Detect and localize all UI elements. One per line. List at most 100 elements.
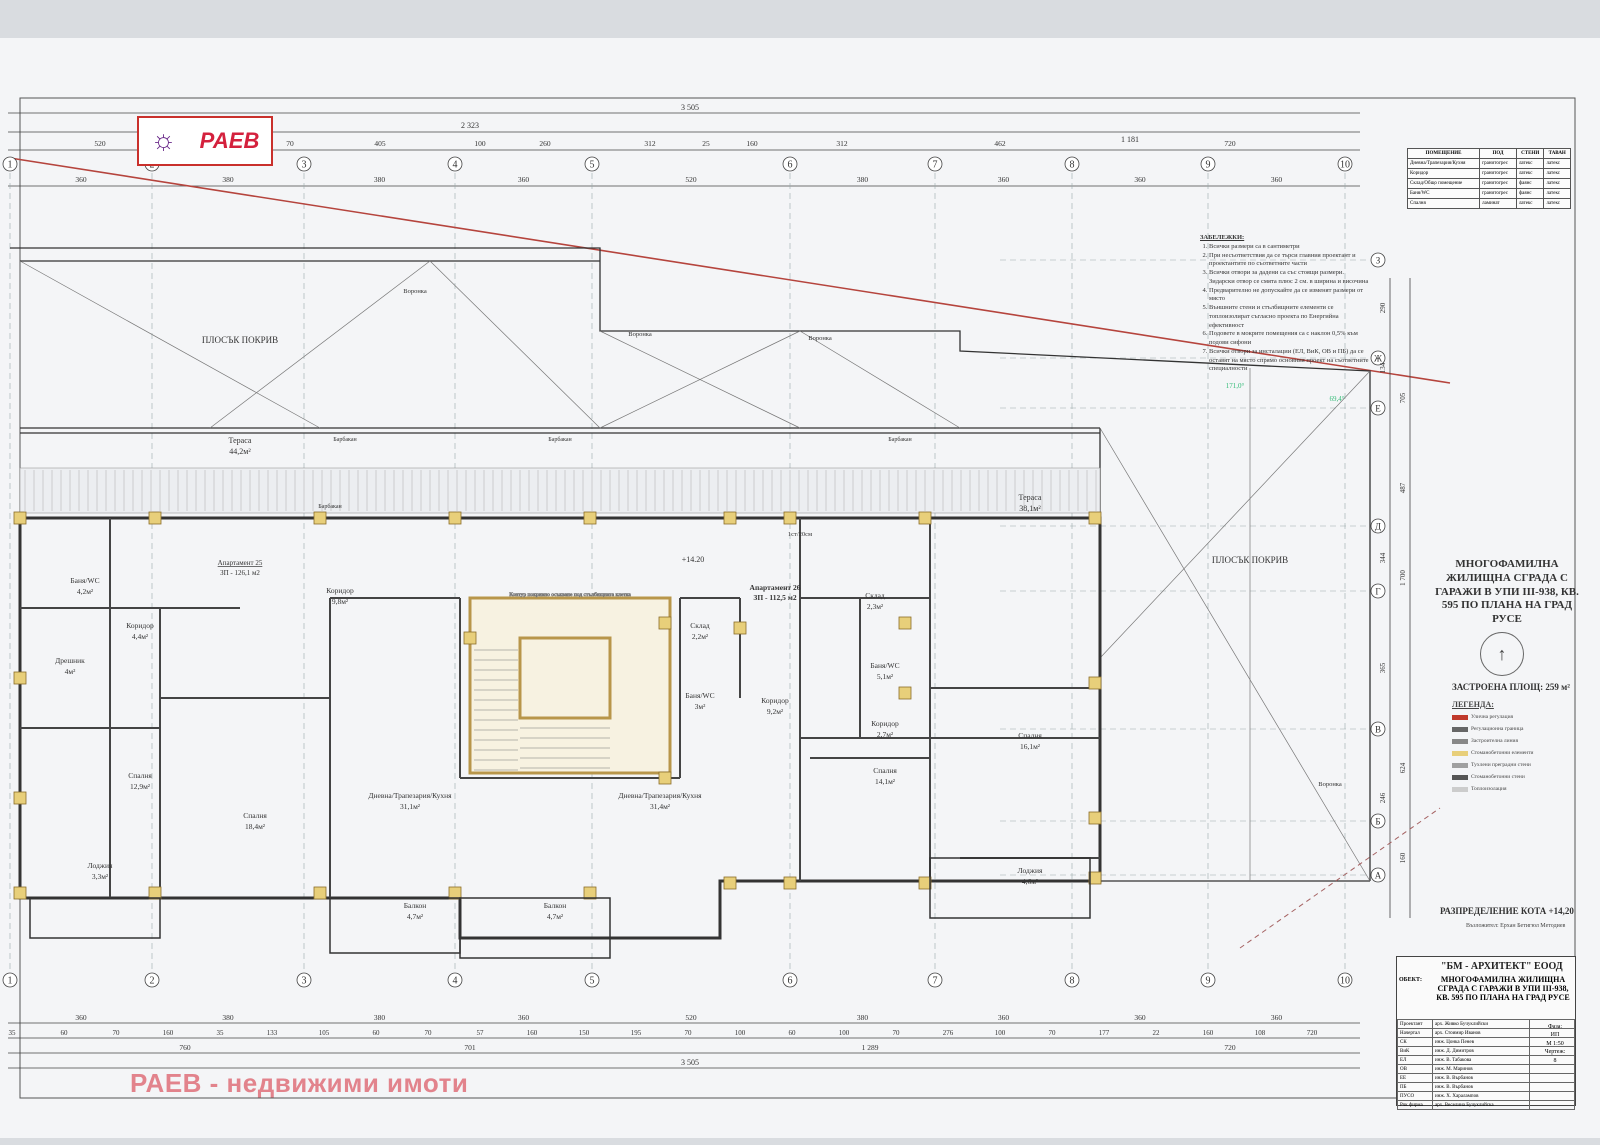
- dim-bottom: 60: [789, 1029, 797, 1037]
- role-cell: ЕЛ: [1397, 1055, 1433, 1065]
- rc-column: [1088, 811, 1102, 825]
- axis-number: 5: [590, 160, 595, 171]
- dim-bottom: 70: [893, 1029, 901, 1037]
- role-cell: СК: [1397, 1037, 1433, 1047]
- dim-bottom: 276: [943, 1029, 954, 1037]
- note-item: Подовете в мокрите помещения са с наклон…: [1209, 330, 1370, 348]
- axis-letter: А: [1375, 871, 1382, 881]
- right-dimension-lines: [1389, 278, 1411, 918]
- axis-bubble: [1370, 867, 1386, 883]
- room-name: Балкон: [544, 901, 566, 910]
- apartment-area: ЗП - 112,5 м2: [753, 593, 796, 602]
- legend-swatch: [1452, 774, 1468, 780]
- staircase: [468, 596, 672, 775]
- finish-cell: гранитогрес: [1479, 178, 1517, 189]
- angle-label: 171,0°: [1226, 382, 1245, 390]
- room-name: Дневна/Трапезария/Кухня: [618, 791, 702, 800]
- axis-number: 9: [1206, 976, 1211, 987]
- object-name: МНОГОФАМИЛНА ЖИЛИЩНА СГРАДА С ГАРАЖИ В У…: [1436, 975, 1570, 1003]
- rc-column: [13, 671, 27, 685]
- finish-cell: латекс: [1543, 158, 1571, 169]
- note-item: Всички отвори за инсталации (ЕЛ, ВиК, ОВ…: [1209, 348, 1370, 374]
- dim-bottom: 160: [527, 1029, 538, 1037]
- rc-column: [898, 686, 912, 700]
- note-item: Външните стени и стълбищните елементи се…: [1209, 304, 1370, 330]
- flat-roof-label: ПЛОСЪК ПОКРИВ: [1212, 555, 1288, 565]
- axis-bubble: [1370, 583, 1386, 599]
- apartment-name: Апартамент 25: [218, 559, 263, 567]
- room-area: 2,3м²: [867, 602, 884, 611]
- room-name: Склад: [865, 591, 885, 600]
- dim-bottom: 100: [839, 1029, 850, 1037]
- axis-number: 8: [1070, 160, 1075, 171]
- role-cell: ПБ: [1397, 1082, 1433, 1092]
- room-name: Балкон: [404, 901, 426, 910]
- finish-header: ТАВАН: [1543, 148, 1571, 159]
- dim-top: 312: [836, 139, 848, 148]
- room-area: 2,2м²: [692, 632, 709, 641]
- terrace-area: 38,1м²: [1019, 504, 1041, 513]
- rc-column: [148, 886, 162, 900]
- axis-number: 8: [1070, 976, 1075, 987]
- finish-header: ПОД: [1479, 148, 1517, 159]
- role-cell: Начертал: [1397, 1028, 1433, 1038]
- dim-bottom: 57: [477, 1029, 485, 1037]
- dim-axis-spacing: 360: [1271, 1013, 1283, 1022]
- funnel-label: Воронка: [1318, 781, 1342, 788]
- person-cell: инж. Цонка Пенев: [1432, 1037, 1530, 1047]
- dim-right: 160: [1399, 852, 1407, 863]
- axis-bubble: [1064, 156, 1080, 172]
- axis-number: 9: [1206, 160, 1211, 171]
- legend-item: Регулационна граница: [1452, 723, 1584, 735]
- finish-cell: латекс: [1543, 178, 1571, 189]
- axis-number: 4: [453, 976, 458, 987]
- slope-label: 1ст/20см: [788, 531, 812, 538]
- room-area: 4,6м²: [1022, 877, 1039, 886]
- room-area: 4,7м²: [547, 912, 564, 921]
- dim-total-top: 3 505: [681, 103, 699, 112]
- room-area: 4,4м²: [132, 632, 149, 641]
- axis-bubble: [2, 156, 18, 172]
- axis-bubble: [1370, 721, 1386, 737]
- notes-title: ЗАБЕЛЕЖКИ:: [1200, 234, 1245, 241]
- axis-letter: Б: [1375, 817, 1380, 827]
- title-block: "БМ - АРХИТЕКТ" ЕООД ОБЕКТ: МНОГОФАМИЛНА…: [1396, 956, 1576, 1110]
- rc-column: [898, 616, 912, 630]
- rc-column: [733, 621, 747, 635]
- room-name: Спалня: [873, 766, 897, 775]
- floor-plan: Контур покривно осъкване под стълбищната…: [2, 97, 1576, 1099]
- built-area: ЗАСТРОЕНА ПЛОЩ: 259 м²: [1452, 682, 1570, 692]
- role-cell: ПУСО: [1397, 1091, 1433, 1101]
- parapet-label: Барбакан: [333, 436, 357, 443]
- parapet-label: Барбакан: [888, 436, 912, 443]
- person-cell: инж. Д. Димитров: [1432, 1046, 1530, 1056]
- legend-item: Топлоизолация: [1452, 783, 1584, 795]
- rc-column: [918, 511, 932, 525]
- room-name: Дневна/Трапезария/Кухня: [368, 791, 452, 800]
- dim-axis-spacing: 380: [374, 1013, 386, 1022]
- axis-bubble: [782, 972, 798, 988]
- axis-bubble: [1200, 972, 1216, 988]
- dim-top: 100: [474, 139, 486, 148]
- dim-bottom: 160: [1203, 1029, 1214, 1037]
- rc-columns: [13, 511, 1102, 900]
- dim-bottom: 177: [1099, 1029, 1110, 1037]
- dim-top: 25: [702, 139, 710, 148]
- legend-label: Топлоизолация: [1471, 786, 1507, 792]
- apartment-name: Апартамент 26: [750, 583, 801, 592]
- person-cell: инж. М. Маринов: [1432, 1064, 1530, 1074]
- dim-right: 246: [1379, 792, 1387, 803]
- dim-right: 624: [1399, 762, 1407, 773]
- parapet-label: Барбакан: [318, 503, 342, 510]
- room-area: 18,4м²: [245, 822, 266, 831]
- room-area: 5,1м²: [877, 672, 894, 681]
- room-area: 3,3м²: [92, 872, 109, 881]
- dim-top: 312: [644, 139, 656, 148]
- legend-swatch: [1452, 726, 1468, 732]
- rc-column: [583, 886, 597, 900]
- role-cell: ЕЕ: [1397, 1073, 1433, 1083]
- role-cell: ВиК: [1397, 1046, 1433, 1056]
